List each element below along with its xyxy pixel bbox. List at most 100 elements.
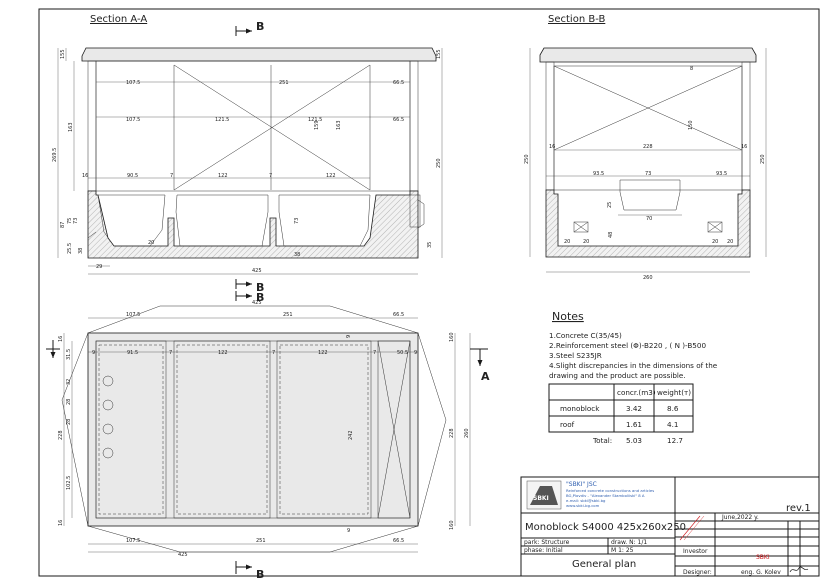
table-header-weight: weight(т) [657,388,691,397]
plan-view: 425 107.5 251 66.5 9 91.5 7 122 7 122 7 … [46,291,490,581]
plan-opening-4 [102,447,114,459]
plan-opening-3 [102,423,114,435]
dim-b-20-c: 20 [712,239,718,245]
table-row1-concr: 3.42 [626,404,642,413]
note-4b: drawing and the product are possible. [549,371,686,380]
dim-p-228-right: 228 [449,428,455,438]
title-block: SBKI "SBKI" JSC Reinforced concrete cons… [520,476,820,577]
dim-p-160-bot: 160 [449,520,455,530]
table-row2-concr: 1.61 [626,420,642,429]
dim-b-935-left: 93.5 [593,171,604,177]
sheet-frame [38,8,820,577]
dim-p-7-c: 7 [373,350,376,356]
dim-p-425-bot: 425 [178,552,188,558]
dim-a-7b: 7 [269,173,272,179]
dim-p-665-top: 66.5 [393,312,404,318]
dim-b-20-b: 20 [583,239,589,245]
section-b-b: Section B-B 228 16 16 150 8 93.5 73 93.5… [524,14,767,281]
dim-p-251-top: 251 [283,312,293,318]
dim-a-1215-a: 121.5 [215,117,229,123]
dim-p-228: 228 [58,430,64,440]
company-line-2: BG,Plovdiv - "Alexander Stamboliiski" 8 … [566,493,645,498]
dim-p-7-a: 7 [169,350,172,356]
table-row1-weight: 8.6 [667,404,679,413]
cut-b-label-mid: B [256,281,264,294]
table-header-concr: concr.(m3) [617,388,656,397]
table-total-label: Total: [592,436,612,445]
cut-b-label-plan-top: B [256,291,264,304]
plan-opening-2 [102,399,114,411]
revision: rev.1 [786,503,811,514]
table-total-concr: 5.03 [626,436,642,445]
approval-stamp [679,515,705,541]
dim-p-1075-bot: 107.5 [126,538,140,544]
dim-a-7a: 7 [170,173,173,179]
section-a-title: Section A-A [90,14,147,25]
dim-p-122-b: 122 [318,350,328,356]
designer-label: Designer: [683,569,712,576]
dim-a-75: 75 [67,218,73,224]
dim-a-425: 425 [252,268,262,274]
svg-text:38: 38 [294,252,300,258]
dim-b-250-left: 250 [524,154,530,164]
section-a-left-wall [87,60,97,192]
dim-a-155-right: 155 [436,49,442,59]
dim-a-35: 35 [427,242,433,248]
notes-title: Notes [552,310,584,323]
section-b-roof [539,47,757,63]
section-a-a: Section A-A B 107.5 251 66.5 107.5 121.5… [52,14,443,294]
dim-p-260-right: 260 [464,428,470,438]
draw-number: draw. N: 1/1 [611,539,647,546]
dim-p-160-top: 160 [449,332,455,342]
dim-p-122-a: 122 [218,350,228,356]
dim-p-665-bot: 66.5 [393,538,404,544]
company-line-3: e-mail: sbki@sbki.bg [566,498,606,503]
dim-b-20-d: 20 [727,239,733,245]
table-row1-label: monoblock [560,404,600,413]
quantity-table: concr.(m3) weight(т) monoblock 3.42 8.6 … [548,383,694,445]
dim-p-1025: 102.5 [66,476,72,490]
dim-a-255: 25.5 [67,243,73,254]
section-b-title: Section B-B [548,14,605,25]
section-a-roof [81,47,437,62]
table-row2-weight: 4.1 [667,420,678,429]
table-row2-label: roof [560,420,575,429]
dim-a-87: 87 [60,222,66,228]
dim-a-122b: 122 [326,173,336,179]
dim-p-9-right: 9 [414,350,417,356]
company-line-1: Reinforced concrete constructions and ar… [566,488,654,493]
dim-p-1075-top: 107.5 [126,312,140,318]
company-name: "SBKI" JSC [566,481,597,488]
dim-a-163-left: 163 [68,122,74,132]
dim-p-9-left: 9 [92,350,95,356]
dim-p-9-bot: 9 [347,528,350,534]
dim-a-16: 16 [82,173,88,179]
dim-p-251-bot: 251 [256,538,266,544]
dim-a-1075-r1: 107.5 [126,80,140,86]
dim-b-20-a: 20 [564,239,570,245]
park: park: Structure [524,539,570,546]
dim-a-2695: 269.5 [52,148,58,162]
dim-p-505: 50.5 [397,350,408,356]
dim-b-250-right: 250 [760,154,766,164]
dim-p-242: 242 [348,430,354,440]
svg-text:SBKI: SBKI [533,495,549,502]
designer-signature [789,566,809,573]
dim-p-425-top: 425 [252,300,262,306]
dim-a-665-r2: 66.5 [393,117,404,123]
investor-label: Investor [683,548,708,555]
section-a-monoblock [87,190,419,259]
dim-b-150: 150 [688,120,694,130]
dim-b-228: 228 [643,144,653,150]
dim-b-935-right: 93.5 [716,171,727,177]
note-1: 1.Concrete C(35/45) [549,331,622,340]
dim-b-16-right: 16 [741,144,747,150]
dim-b-48: 48 [608,232,614,238]
company-logo: SBKI [526,480,562,510]
plan-outer-wall [87,332,419,527]
section-a-right-wall [409,60,419,192]
dim-p-28-a: 28 [66,399,72,405]
dim-b-70: 70 [646,216,652,222]
dim-p-315: 31.5 [66,349,72,360]
dim-a-122a: 122 [218,173,228,179]
